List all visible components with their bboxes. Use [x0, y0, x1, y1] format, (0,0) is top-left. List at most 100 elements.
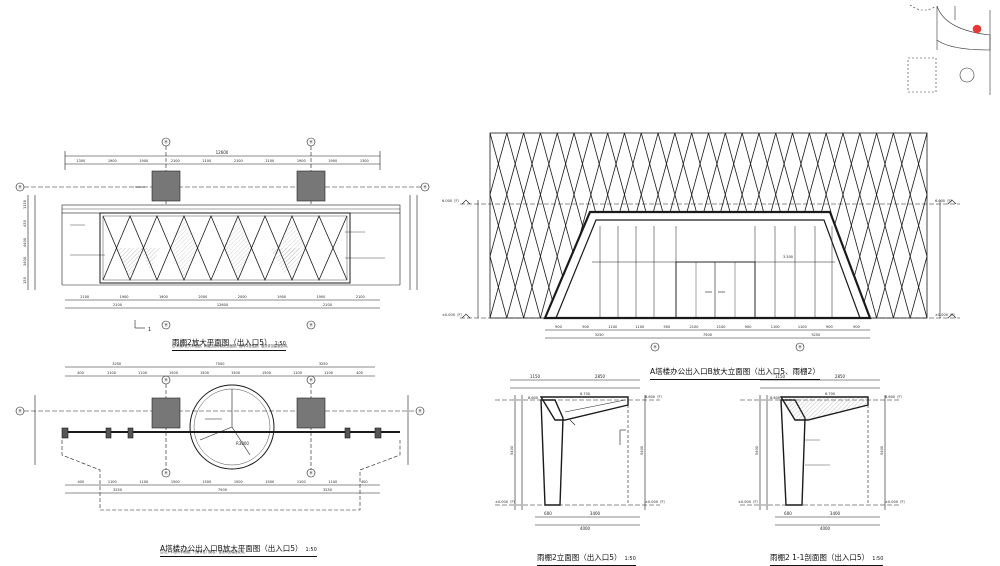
plan-entrance-caption: A塔楼办公出入口B放大平面图（出入口5）1:50: [160, 536, 317, 557]
plan-canopy-top-sum: 12600: [216, 150, 229, 155]
dim-label: 1300: [360, 159, 369, 163]
canopy-elevation-caption: 雨棚2立面图（出入口5）1:50: [537, 545, 636, 566]
dim-label: 3250: [811, 333, 820, 337]
level-label: 6.700: [580, 392, 590, 396]
dim-label: 600: [544, 511, 552, 516]
lattice-member: [573, 132, 592, 195]
dim-label: 2100: [202, 159, 211, 163]
dim-label: 1900: [297, 159, 306, 163]
lattice-member: [758, 132, 777, 195]
level-label: 6.000（F）: [442, 198, 461, 203]
lattice-member: [556, 194, 575, 257]
axis-label: H: [164, 378, 167, 383]
plan-canopy-note: 注:雨棚2放大平面图，雨棚顶面标高见立面图，结构详见结施，做法详见建施说明。: [172, 344, 290, 348]
lattice-member: [842, 132, 861, 195]
dim-label: 1100: [328, 480, 337, 484]
dim-label: 1900: [159, 295, 168, 299]
lattice-member: [859, 194, 877, 257]
dim-label: 1500: [231, 371, 240, 375]
dim-label: 5400: [510, 446, 514, 455]
lattice-member: [489, 256, 508, 319]
elevation-drawing: [460, 132, 960, 352]
lattice-member: [590, 132, 609, 195]
dim-label: 3400: [23, 257, 27, 266]
dim-label: 2000: [238, 295, 247, 299]
dim-label: 7500: [703, 333, 712, 337]
lattice-member: [892, 194, 911, 257]
dim-label: 7500: [216, 362, 225, 366]
dim-label: 400: [356, 371, 363, 375]
lattice-member: [489, 194, 508, 257]
lattice-member: [708, 132, 726, 195]
lattice-member: [859, 132, 877, 195]
lattice-member: [489, 132, 508, 195]
canopy-section-drawing: [740, 379, 900, 526]
dim-label: 4000: [820, 526, 831, 531]
dim-label: 1900: [316, 295, 325, 299]
axis-label: H: [309, 471, 312, 476]
dim-label: 450: [23, 220, 27, 227]
level-label: ±0.000（F）: [645, 499, 667, 504]
axis-label: H: [309, 378, 312, 383]
canopy-section-title: 雨棚2 1-1剖面图（出入口5）: [770, 553, 870, 562]
lattice-member: [842, 194, 861, 257]
dim-label: 400: [77, 371, 84, 375]
axis-label: H: [798, 345, 801, 350]
lattice-member: [876, 256, 894, 319]
axis-label: H: [164, 323, 167, 328]
dim-label: 1500: [262, 371, 271, 375]
dim-label: 1100: [798, 325, 807, 329]
dim-label: 2100: [690, 325, 699, 329]
dim-label: 1100: [608, 325, 617, 329]
level-label: 8.600（F）: [885, 394, 904, 399]
dim-label: 1100: [108, 480, 117, 484]
dim-label: 1100: [293, 371, 302, 375]
lattice-member: [624, 132, 642, 195]
elevation-caption: A塔楼办公出入口B放大立面图（出入口5、雨棚2）: [650, 359, 820, 380]
dim-label: 1500: [200, 371, 209, 375]
dim-label: 2100: [80, 295, 89, 299]
dim-label: 1100: [139, 480, 148, 484]
level-label: ±0.000（F）: [935, 312, 957, 317]
dim-label: 600: [784, 511, 792, 516]
dim-label: 900: [555, 325, 562, 329]
lattice-member: [523, 256, 541, 319]
canopy-elevation-drawing: [495, 379, 660, 526]
lattice-member: [506, 194, 525, 257]
axis-label: H: [164, 140, 167, 145]
plan-entrance-scale: 1:50: [305, 547, 317, 553]
lattice-member: [892, 256, 911, 319]
dim-label: 1500: [169, 371, 178, 375]
canopy-section-scale: 1:50: [872, 556, 884, 562]
dim-label: 3400: [830, 511, 841, 516]
dim-label: 1100: [771, 325, 780, 329]
level-label: ±0.000（F）: [738, 499, 760, 504]
dim-label: 1900: [139, 159, 148, 163]
dim-label: 2100: [171, 159, 180, 163]
dim-label: 400: [361, 480, 368, 484]
level-label: 6.700: [825, 392, 835, 396]
dim-label: 1150: [23, 200, 27, 209]
dim-label: 3250: [323, 488, 332, 492]
dim-label: 1150: [530, 374, 541, 379]
lattice-member: [540, 132, 558, 195]
lattice-member: [892, 132, 911, 195]
plan-canopy-title: 雨棚2放大平面图（出入口5）: [172, 338, 272, 347]
dim-label: 1100: [107, 371, 116, 375]
level-label: 6.000（F）: [935, 198, 954, 203]
axis-label: H: [18, 185, 21, 190]
dim-label: 4000: [580, 526, 591, 531]
dim-label: 5400: [755, 446, 759, 455]
lattice-member: [876, 194, 894, 257]
lattice-member: [741, 132, 760, 195]
plan-entrance-title: A塔楼办公出入口B放大平面图（出入口5）: [160, 544, 303, 553]
dim-label: 7500: [218, 488, 227, 492]
dim-label: 5400: [640, 446, 644, 455]
axis-label: H: [309, 140, 312, 145]
